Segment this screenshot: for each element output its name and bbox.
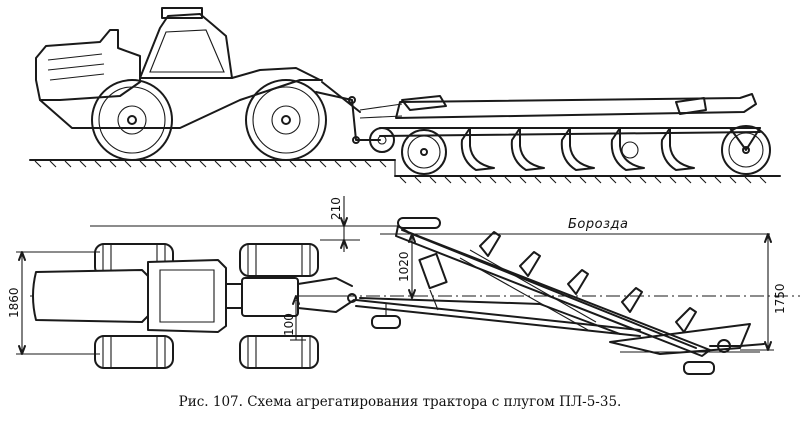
dim-1750-label: 1750 xyxy=(773,283,787,314)
dim-100-label: 100 xyxy=(282,313,296,336)
dim-210-label: 210 xyxy=(329,197,343,220)
plough-front-wheel xyxy=(401,129,447,175)
dimension-100: 100 xyxy=(282,295,306,341)
plough-support-wheel-plan xyxy=(371,315,401,329)
tractor-side xyxy=(35,7,381,161)
dim-1860-label: 1860 xyxy=(7,287,21,318)
plough-plan xyxy=(355,217,765,375)
dimension-1020: 1020 xyxy=(397,233,416,299)
wheel-left xyxy=(91,79,173,161)
plan-view: Борозда xyxy=(7,196,800,375)
plough-side xyxy=(359,93,771,175)
tractor-wheel-bottom-right xyxy=(239,335,319,369)
dimension-210: 210 xyxy=(329,196,348,252)
dim-1020-label: 1020 xyxy=(397,251,411,282)
plough-rear-wheel-plan xyxy=(683,361,715,375)
tractor-wheel-top-right xyxy=(239,243,319,277)
ground-line xyxy=(29,159,781,184)
plough-support-wheel xyxy=(369,127,395,153)
tractor-wheel-bottom-left xyxy=(94,335,174,369)
dimension-1860: 1860 xyxy=(7,251,100,355)
plough-rear-wheel xyxy=(721,125,771,175)
side-view xyxy=(29,7,781,184)
furrow-label: Борозда xyxy=(568,217,628,232)
wheel-right xyxy=(245,79,327,161)
dimension-1750: 1750 xyxy=(740,233,787,351)
figure-caption: Рис. 107. Схема агрегатирования трактора… xyxy=(178,394,622,410)
tractor-plan xyxy=(32,243,357,369)
